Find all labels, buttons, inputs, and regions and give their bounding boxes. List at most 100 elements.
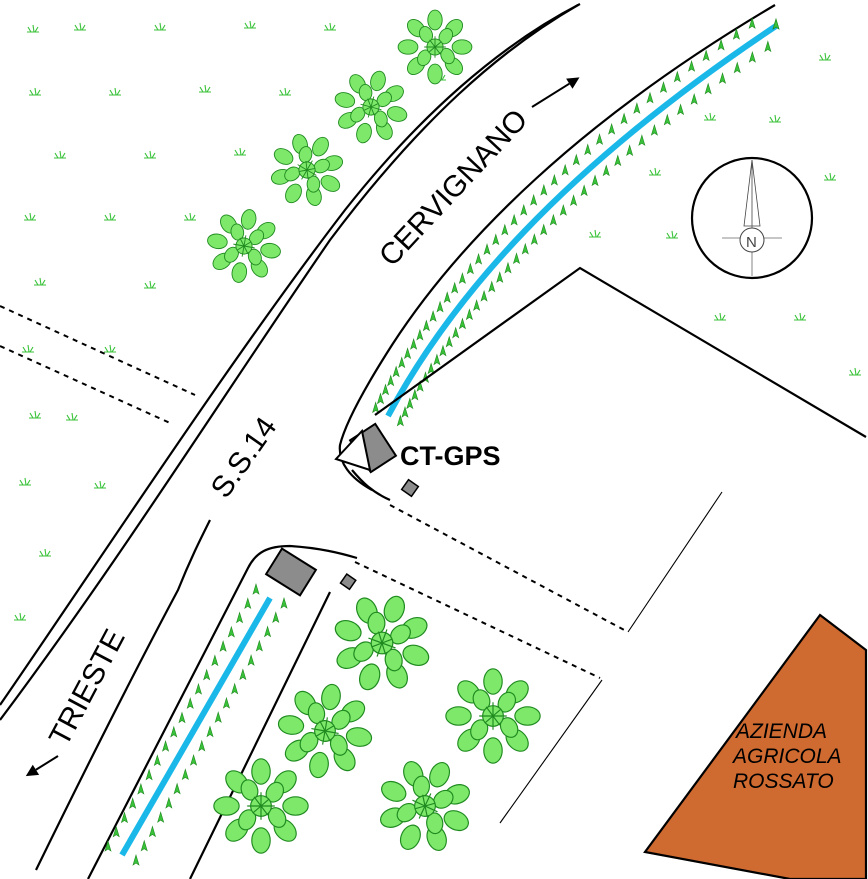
station-marker-box — [400, 478, 420, 498]
station-curve — [351, 469, 391, 502]
hedge-plant-icon — [149, 826, 156, 837]
hedge-plant-icon — [256, 640, 263, 652]
hedge-plant-icon — [677, 104, 684, 115]
grass-tuft-icon — [103, 212, 117, 221]
grass-tuft-icon — [243, 20, 257, 29]
hedge-plant-icon — [704, 83, 712, 94]
hedge-plant-icon — [404, 347, 411, 359]
hedge-plant-icon — [651, 124, 658, 136]
tree-icon — [361, 742, 489, 870]
hedge-plant-icon — [445, 336, 453, 347]
hedge-plant-icon — [170, 726, 178, 738]
hedge-plant-icon — [211, 655, 219, 666]
hedge-plant-icon — [280, 597, 288, 609]
hedge-plant-icon — [272, 611, 280, 623]
grass-tuft-icon — [713, 312, 727, 321]
hedge-plant-icon — [452, 327, 460, 338]
hedge-plant-icon — [443, 291, 451, 303]
grass-tuft-icon — [588, 229, 602, 238]
farm-label-line3: ROSSATO — [733, 770, 834, 793]
hedge-plant-icon — [580, 185, 588, 196]
hedge-plant-icon — [608, 123, 615, 135]
hedge-plant-icon — [252, 583, 260, 595]
hedge-plant-icon — [551, 174, 558, 186]
junction-dash-1 — [389, 504, 629, 633]
hedge-plant-icon — [560, 204, 567, 216]
hedge-plant-icon — [140, 840, 148, 852]
hedge-plant-icon — [475, 253, 482, 265]
hedge-plant-icon — [540, 184, 548, 196]
hedge-plant-icon — [423, 320, 430, 331]
hedge-plant-icon — [620, 113, 628, 124]
farm-label-line1: AZIENDA — [734, 720, 827, 743]
north-water-channel — [385, 23, 778, 418]
hedge-plant-icon — [561, 164, 569, 176]
hedge-plant-icon — [244, 597, 252, 609]
tree-icon — [269, 675, 381, 787]
road-edge-west-main — [0, 3, 581, 706]
road-edge-east-upper — [182, 5, 575, 410]
hedge-plant-icon — [646, 92, 654, 104]
hedge-plant-icon — [501, 224, 509, 235]
grass-tuft-icon — [38, 548, 52, 557]
hedge-plant-icon — [719, 72, 726, 84]
tree-icon — [445, 668, 541, 764]
hedge-plant-icon — [521, 243, 529, 255]
compass-rose-icon: N — [690, 156, 814, 280]
property-boundary — [374, 266, 867, 438]
grass-tuft-icon — [93, 480, 107, 489]
hedge-plant-icon — [219, 640, 227, 652]
hedge-plant-icon — [570, 194, 577, 206]
hedge-plant-icon — [439, 345, 447, 356]
hedge-plant-icon — [398, 357, 406, 368]
grass-tuft-icon — [323, 22, 337, 31]
hedge-plant-icon — [488, 281, 496, 292]
farm-building — [643, 613, 868, 879]
hedge-plant-icon — [162, 740, 169, 752]
grass-tuft-icon — [848, 367, 862, 376]
hedge-plant-icon — [165, 797, 173, 809]
hedge-plant-icon — [173, 783, 181, 794]
south-water-channel — [119, 596, 273, 857]
grass-tuft-icon — [28, 410, 42, 419]
ss14-east-edge-upper — [178, 10, 575, 412]
hedge-plant-icon — [702, 50, 710, 61]
grass-tuft-icon — [703, 112, 717, 121]
hedge-plant-icon — [466, 309, 473, 320]
hedge-plant-icon — [530, 194, 537, 206]
hedge-plant-icon — [591, 175, 599, 186]
hedge-plant-icon — [584, 144, 592, 155]
hedge-plant-icon — [416, 329, 424, 341]
hedge-plant-icon — [572, 154, 580, 165]
grass-tuft-icon — [648, 167, 662, 176]
hedge-plant-icon — [513, 253, 520, 264]
hedge-plant-icon — [228, 626, 235, 638]
grass-tuft-icon — [28, 87, 42, 96]
grass-tuft-icon — [768, 114, 782, 123]
hedge-plant-icon — [638, 134, 646, 146]
hedge-plant-icon — [614, 155, 622, 166]
property-inner-line-1 — [627, 491, 723, 633]
hedge-plant-icon — [195, 683, 202, 695]
hedge-plant-icon — [129, 797, 136, 809]
hedge-plant-icon — [186, 697, 194, 709]
hedge-plant-icon — [492, 234, 500, 245]
grass-tuft-icon — [33, 277, 47, 286]
hedge-plant-icon — [198, 740, 206, 752]
tree-icon — [397, 9, 473, 85]
grass-tuft-icon — [153, 22, 167, 31]
hedge-plant-icon — [749, 51, 756, 63]
hedge-plant-icon — [132, 854, 140, 866]
hedge-plant-icon — [459, 272, 466, 284]
grass-tuft-icon — [665, 230, 679, 239]
hedge-plant-icon — [660, 81, 667, 93]
hedge-plant-icon — [496, 271, 504, 283]
hedge-plant-icon — [377, 393, 384, 404]
hedge-plant-icon — [182, 769, 189, 780]
south-marker-box — [339, 572, 357, 591]
hedge-plant-icon — [178, 712, 186, 723]
hedge-plant-icon — [247, 654, 255, 666]
tree-icon — [325, 61, 417, 153]
hedge-plant-icon — [733, 62, 741, 73]
